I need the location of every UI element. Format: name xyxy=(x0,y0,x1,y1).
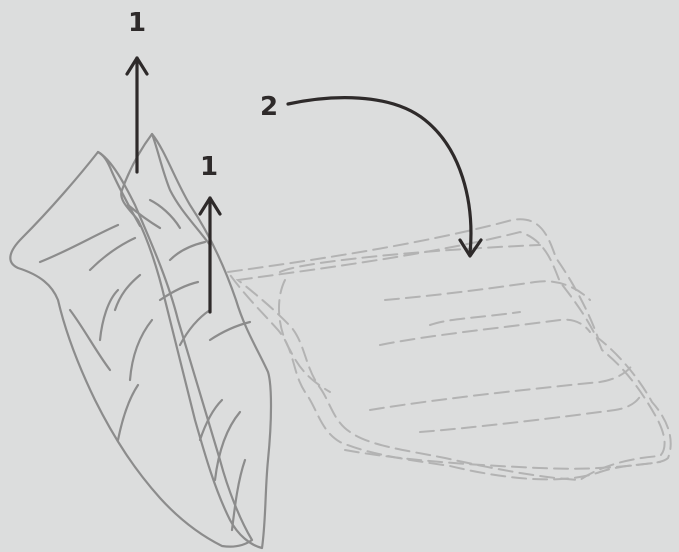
sheet-back-crease-3 xyxy=(115,275,140,310)
sheet-front-crease-9 xyxy=(210,322,250,340)
folded-sheet-front xyxy=(121,134,271,548)
dashed-fold-line-7 xyxy=(345,450,660,469)
dashed-fold-line-3 xyxy=(430,312,520,325)
step-label-1-mid: 1 xyxy=(200,154,218,180)
sheet-back-crease-5 xyxy=(130,320,152,380)
sheet-front-crease-8 xyxy=(232,460,245,530)
dashed-placed-layer xyxy=(228,219,671,480)
arrow-up-icon xyxy=(127,58,147,172)
step-label-2: 2 xyxy=(260,94,278,120)
dashed-fold-line-2 xyxy=(385,281,590,300)
sheet-back-crease-6 xyxy=(118,385,138,440)
dashed-outline-outer xyxy=(228,219,671,479)
dashed-fold-line-5 xyxy=(370,365,632,410)
dashed-fold-line-8 xyxy=(279,280,330,392)
sheet-front-crease-4 xyxy=(160,282,198,300)
dashed-outline-inner xyxy=(238,232,665,480)
curved-arrow-path xyxy=(288,98,471,254)
step-label-1-top: 1 xyxy=(128,10,146,36)
sheet-back-crease-2 xyxy=(90,238,135,270)
dashed-fold-line-4 xyxy=(380,320,590,345)
curved-arrow-icon xyxy=(288,98,481,256)
sheet-front-crease-3 xyxy=(170,242,205,260)
sheet-front-outline xyxy=(121,134,271,548)
sheet-back-crease-7 xyxy=(100,290,118,340)
sheet-front-crease-7 xyxy=(215,412,240,480)
